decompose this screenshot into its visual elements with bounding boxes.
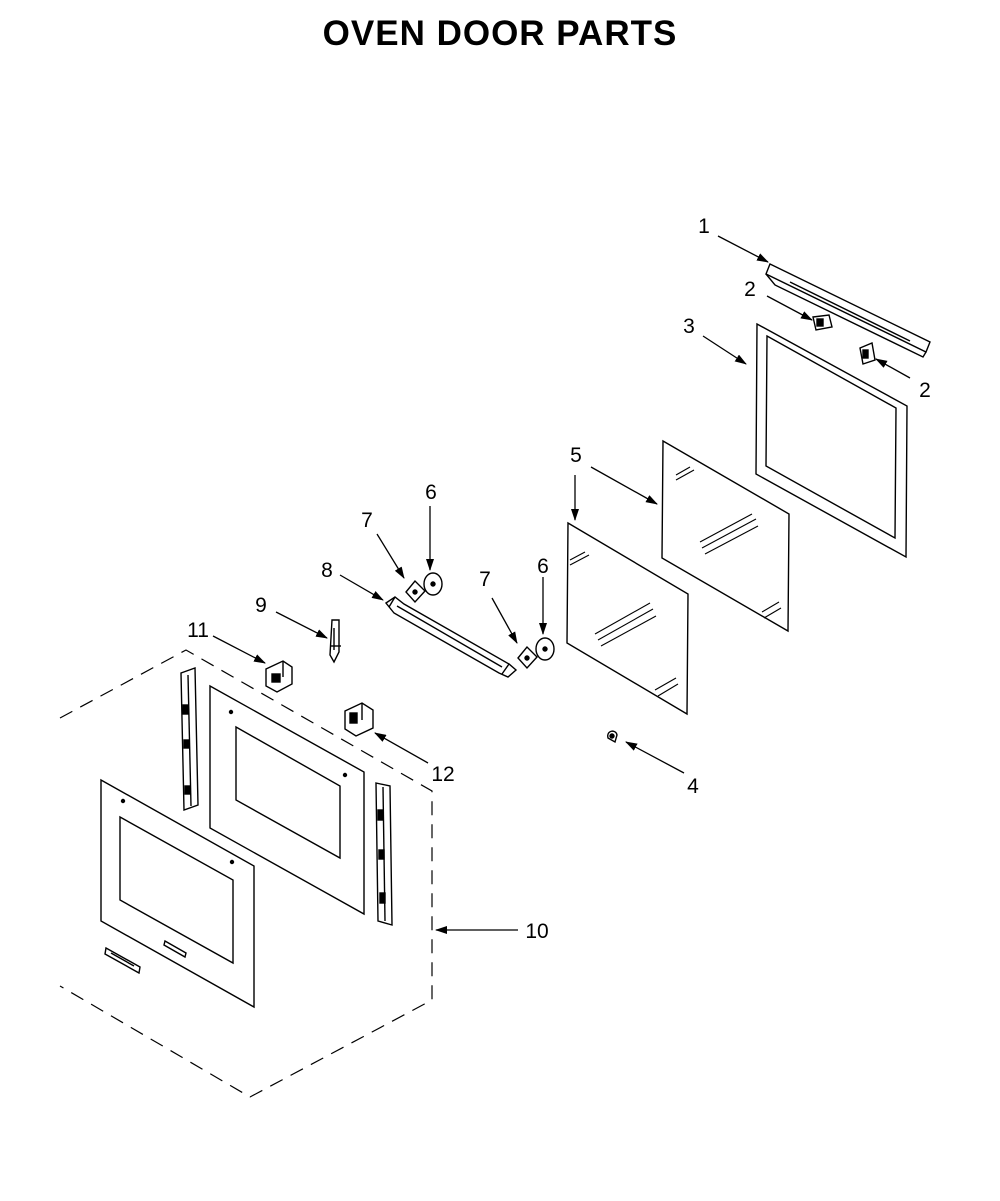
callout-4: 4 [687, 775, 699, 798]
callout-2-upper: 2 [744, 278, 756, 301]
part-latch [344, 702, 374, 737]
part-glass-front [566, 521, 689, 716]
callout-labels: 1 2 2 3 4 5 6 6 7 7 8 9 10 11 12 [187, 215, 931, 943]
part-washer-lower [535, 637, 555, 661]
part-spacer-lower [517, 645, 538, 670]
callout-1: 1 [698, 215, 710, 238]
callout-10: 10 [525, 920, 548, 943]
diagram-title: OVEN DOOR PARTS [322, 14, 678, 53]
callout-12: 12 [431, 763, 454, 786]
part-side-rail-right [375, 782, 393, 926]
part-glass-rear [661, 439, 790, 633]
part-side-rail-left [180, 667, 199, 811]
callout-6-lower: 6 [537, 555, 549, 578]
callout-leaders [212, 235, 911, 934]
part-spacer-upper [405, 579, 426, 604]
part-outer-door-panel [100, 778, 255, 1009]
part-top-trim [765, 263, 931, 358]
callout-7-upper: 7 [361, 509, 373, 532]
part-inner-frame [755, 322, 908, 559]
callout-9: 9 [255, 594, 267, 617]
part-bracket-left [812, 314, 833, 331]
part-hinge-pin [329, 619, 341, 664]
callout-2-lower: 2 [919, 379, 931, 402]
part-inner-door-panel [209, 684, 365, 916]
callout-6-upper: 6 [425, 481, 437, 504]
part-washer-upper [423, 572, 443, 596]
callout-8: 8 [321, 559, 333, 582]
callout-3: 3 [683, 315, 695, 338]
part-bracket-right [859, 342, 876, 365]
callout-5: 5 [570, 444, 582, 467]
part-clip [607, 730, 618, 744]
part-handle [384, 596, 518, 678]
callout-7-lower: 7 [479, 568, 491, 591]
door-assembly-outline [59, 649, 433, 1098]
part-hinge-receptacle [265, 660, 293, 693]
callout-11: 11 [187, 619, 209, 642]
